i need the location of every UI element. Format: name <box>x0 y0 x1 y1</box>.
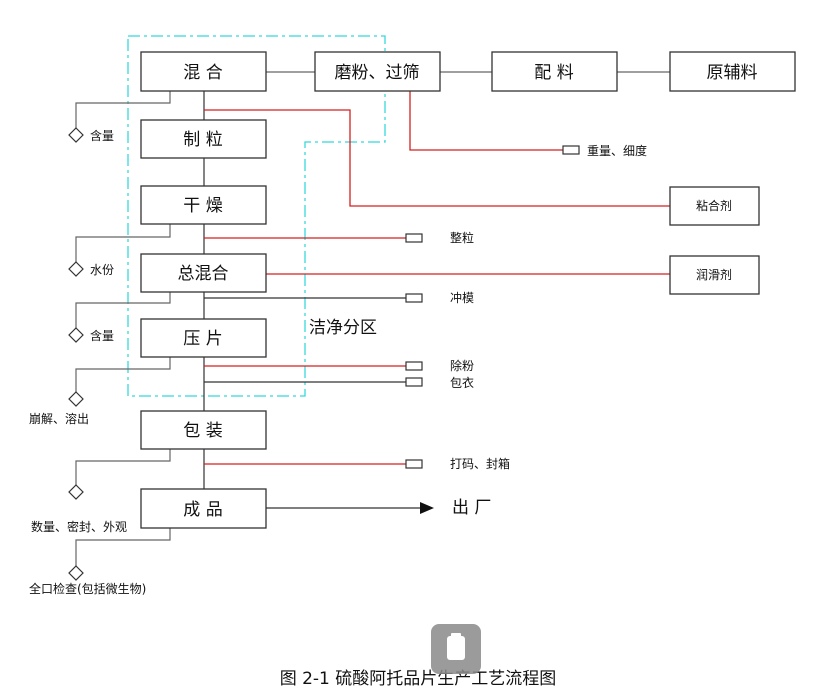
node-raw-materials-label: 原辅料 <box>707 63 758 83</box>
granulate-terminal <box>405 233 423 243</box>
annotation-print-seal: 打码、封箱 <box>450 456 510 471</box>
qc-label-quantity-seal: 数量、密封、外观 <box>31 519 127 534</box>
node-raw-materials <box>669 51 796 92</box>
sieve-terminal <box>562 145 580 155</box>
annotation-dedust: 除粉 <box>450 358 474 373</box>
annotation-die: 冲模 <box>450 290 474 305</box>
qc-diamond <box>68 484 84 500</box>
node-lubricant <box>669 255 760 295</box>
node-granulation-label: 制 粒 <box>183 130 222 150</box>
node-drying-label: 干 燥 <box>183 196 222 216</box>
qc-diamond <box>68 127 84 143</box>
clean-zone-label: 洁净分区 <box>309 318 377 338</box>
node-tableting-label: 压 片 <box>183 329 222 349</box>
qc-line-5 <box>75 449 171 485</box>
qc-label-content: 含量 <box>90 128 114 143</box>
output-label: 出 厂 <box>452 498 491 518</box>
node-milling-sieving-label: 磨粉、过筛 <box>335 63 420 83</box>
node-packaging <box>140 410 267 450</box>
figure-caption: 图 2-1 硫酸阿托品片生产工艺流程图 <box>280 669 557 689</box>
node-final-mixing-label: 总混合 <box>178 264 229 284</box>
qc-label-content: 含量 <box>90 328 114 343</box>
qc-line-6 <box>75 528 171 566</box>
node-packaging-label: 包 装 <box>183 421 222 441</box>
annotation-weight-fineness: 重量、细度 <box>587 143 647 158</box>
coating-terminal <box>405 377 423 387</box>
node-batching-label: 配 料 <box>534 63 573 83</box>
qc-line-4 <box>75 357 171 392</box>
document-icon <box>431 624 481 674</box>
qc-line-1 <box>75 91 171 128</box>
qc-diamond <box>68 261 84 277</box>
binder-line <box>204 109 670 207</box>
qc-line-3 <box>75 292 171 328</box>
node-batching <box>491 51 618 92</box>
node-finished-product-label: 成 品 <box>183 500 222 520</box>
qc-label-moisture: 水份 <box>90 263 114 277</box>
node-granulation <box>140 119 267 159</box>
qc-label-full-inspection: 全口检查(包括微生物) <box>29 581 146 596</box>
node-binder-label: 粘合剂 <box>696 198 732 213</box>
sieve-line <box>409 91 563 151</box>
print-seal-terminal <box>405 459 423 469</box>
node-final-mixing <box>140 253 267 293</box>
qc-diamond <box>68 327 84 343</box>
node-binder <box>669 186 760 226</box>
node-mixing <box>140 51 267 92</box>
qc-label-disintegration: 崩解、溶出 <box>29 411 89 426</box>
qc-line-2 <box>75 224 171 262</box>
clean-zone-boundary <box>127 35 386 397</box>
die-terminal <box>405 293 423 303</box>
node-drying <box>140 185 267 225</box>
annotation-coating: 包衣 <box>450 375 474 390</box>
node-milling-sieving <box>314 51 441 92</box>
output-arrow-icon <box>420 502 434 514</box>
dedust-terminal <box>405 361 423 371</box>
node-finished-product <box>140 488 267 529</box>
annotation-granulate: 整粒 <box>450 230 474 245</box>
node-lubricant-label: 润滑剂 <box>696 267 732 282</box>
node-tableting <box>140 318 267 358</box>
qc-diamond <box>68 391 84 407</box>
qc-diamond <box>68 565 84 581</box>
node-mixing-label: 混 合 <box>183 63 222 83</box>
